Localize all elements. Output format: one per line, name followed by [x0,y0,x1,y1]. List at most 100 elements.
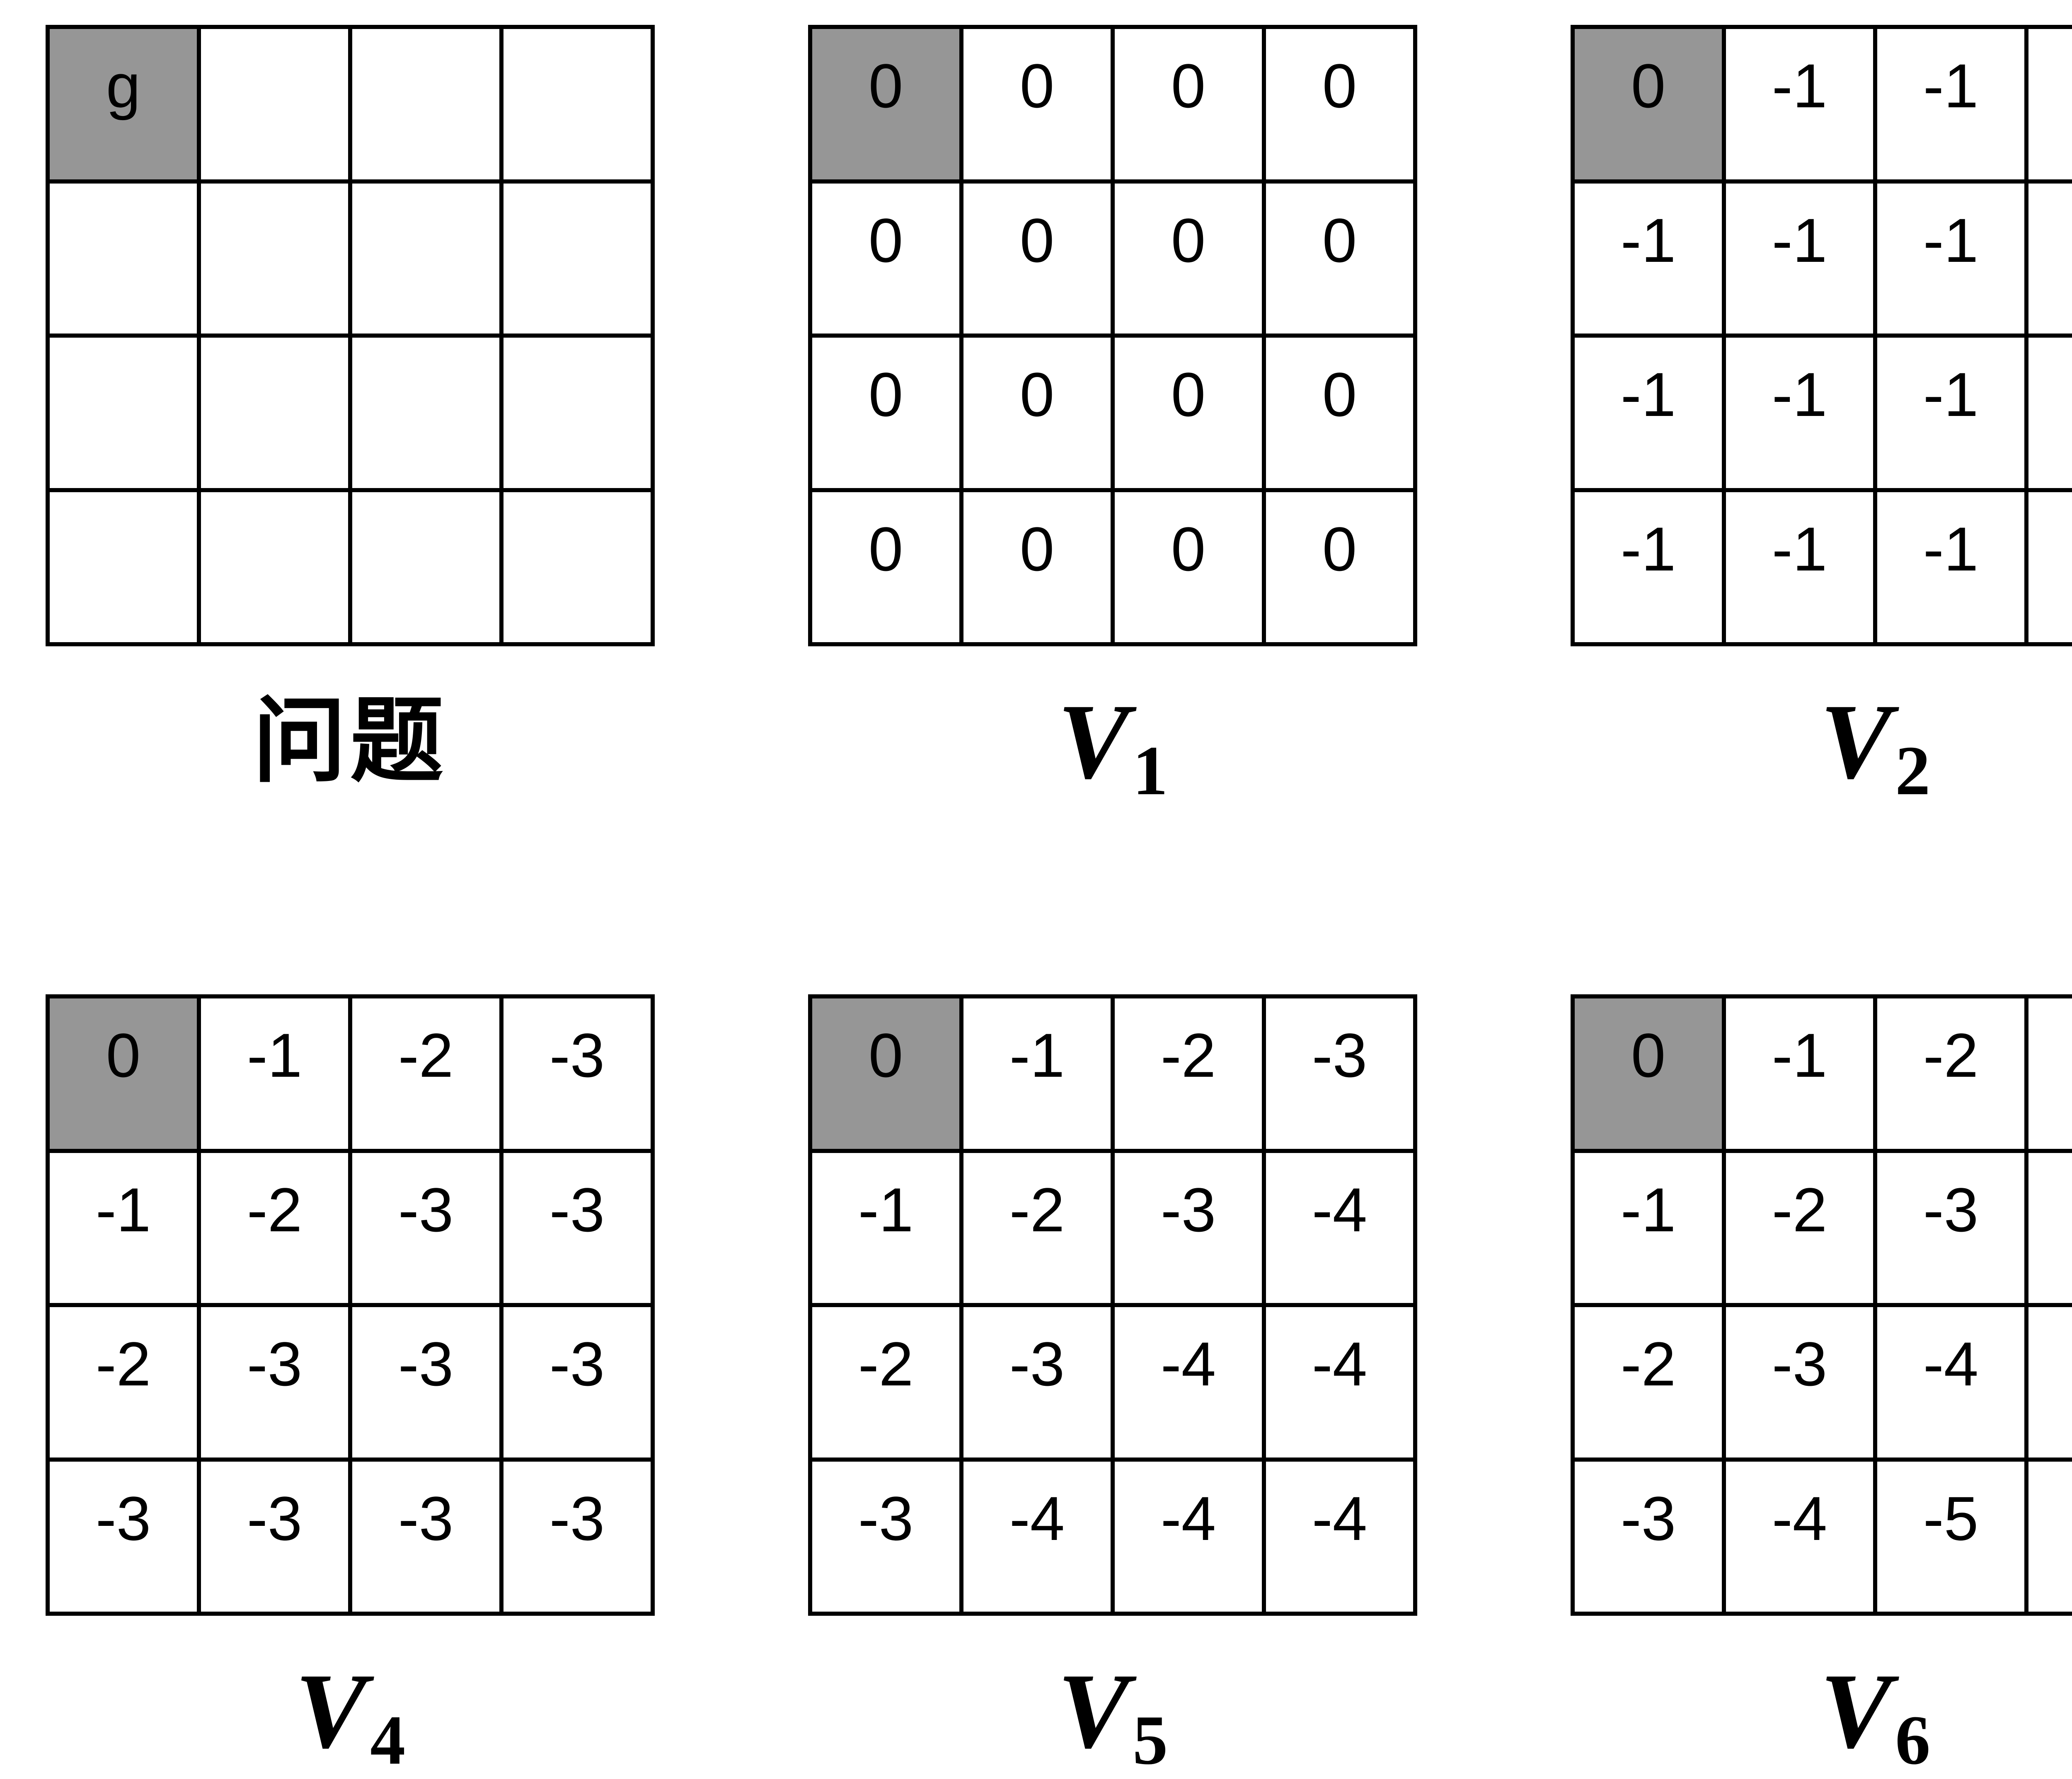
grid-cell: -4 [1264,1305,1415,1460]
grid-cell: -5 [2026,1459,2072,1614]
grid-cell [350,490,501,644]
grid-cell: 0 [961,490,1113,644]
caption-text: V [1057,682,1130,801]
grid-cell: -1 [1875,336,2026,490]
grid-cell: -1 [1724,996,1875,1151]
grid-problem: g [46,25,655,646]
grid-cell: 0 [1264,181,1415,336]
grid-cell: -1 [2026,336,2072,490]
goal-cell: 0 [48,996,199,1151]
grid-cell: -2 [810,1305,961,1460]
grid-cell: -3 [501,996,653,1151]
grid-cell: -4 [1264,1151,1415,1305]
grid-cell: 0 [1113,181,1264,336]
grid-cell: -1 [1724,336,1875,490]
grid-cell: -4 [961,1459,1113,1614]
caption-text: V [1820,682,1892,801]
grid-cell: -2 [961,1151,1113,1305]
grid-cell: -1 [961,996,1113,1151]
grid-cell: -4 [1875,1305,2026,1460]
grid-cell [501,490,653,644]
grid-cell: -3 [1875,1151,2026,1305]
grid-cell: -3 [2026,996,2072,1151]
grid-cell: -3 [350,1151,501,1305]
goal-cell: 0 [810,996,961,1151]
caption-subscript: 6 [1895,1701,1931,1779]
grid-cell: -4 [2026,1151,2072,1305]
grid-cell: -3 [501,1459,653,1614]
grid-cell: -1 [1724,181,1875,336]
grid-cell: 0 [810,181,961,336]
grid-cell: -1 [1573,490,1724,644]
grid-cell [350,27,501,181]
grid-cell: 0 [961,27,1113,181]
grid-cell: -1 [1875,181,2026,336]
grid-cell: -4 [1113,1305,1264,1460]
grid-cell: -4 [1113,1459,1264,1614]
grid-cell [199,336,350,490]
grid-cell: -2 [1875,996,2026,1151]
grid-cell [501,336,653,490]
grid-v4: 0-1-2-3-1-2-3-3-2-3-3-3-3-3-3-3 [46,994,655,1616]
grid-cell: -1 [1573,336,1724,490]
grid-cell: 0 [810,490,961,644]
caption-subscript: 4 [370,1701,406,1779]
grid-cell: 0 [1264,336,1415,490]
grid-cell: -5 [1875,1459,2026,1614]
grid-cell: 0 [1264,490,1415,644]
caption-text: 问题 [253,689,448,793]
goal-cell: 0 [1573,996,1724,1151]
grid-cell: -1 [199,996,350,1151]
grid-cell: -4 [1264,1459,1415,1614]
grid-cell: -1 [1875,27,2026,181]
caption-subscript: 5 [1133,1701,1168,1779]
grid-cell: -2 [1113,996,1264,1151]
grid-v6: 0-1-2-3-1-2-3-4-2-3-4-5-3-4-5-5 [1571,994,2072,1616]
grid-cell: -1 [1573,1151,1724,1305]
grid-cell: -3 [350,1459,501,1614]
grid-cell: -1 [2026,490,2072,644]
grid-cell: -3 [350,1305,501,1460]
grid-cell: -3 [199,1305,350,1460]
grid-cell [48,336,199,490]
grid-cell: -3 [1573,1459,1724,1614]
grid-cell: -3 [810,1459,961,1614]
grid-cell: -5 [2026,1305,2072,1460]
grid-cell: -2 [48,1305,199,1460]
grid-cell: -2 [199,1151,350,1305]
grid-cell: -1 [2026,181,2072,336]
goal-cell: 0 [810,27,961,181]
grid-cell: -4 [1724,1459,1875,1614]
grid-cell: 0 [1113,490,1264,644]
grid-cell: 0 [1113,27,1264,181]
grid-cell [501,181,653,336]
grid-cell [350,336,501,490]
grid-cell: -1 [1875,490,2026,644]
grid-cell [48,181,199,336]
grid-cell [199,27,350,181]
grid-cell: -3 [48,1459,199,1614]
grid-cell: 0 [961,336,1113,490]
grid-cell: -3 [501,1151,653,1305]
grid-cell: 0 [1113,336,1264,490]
grid-cell: -3 [199,1459,350,1614]
grid-cell: -1 [810,1151,961,1305]
grid-cell: -3 [1264,996,1415,1151]
grid-cell: -3 [501,1305,653,1460]
caption-subscript: 1 [1133,732,1168,810]
grid-cell: 0 [1264,27,1415,181]
grid-cell: -2 [1573,1305,1724,1460]
goal-cell: g [48,27,199,181]
grid-cell: -2 [1724,1151,1875,1305]
caption-subscript: 2 [1895,732,1931,810]
grid-cell: -1 [1573,181,1724,336]
grid-cell: -1 [1724,27,1875,181]
grid-cell [199,490,350,644]
